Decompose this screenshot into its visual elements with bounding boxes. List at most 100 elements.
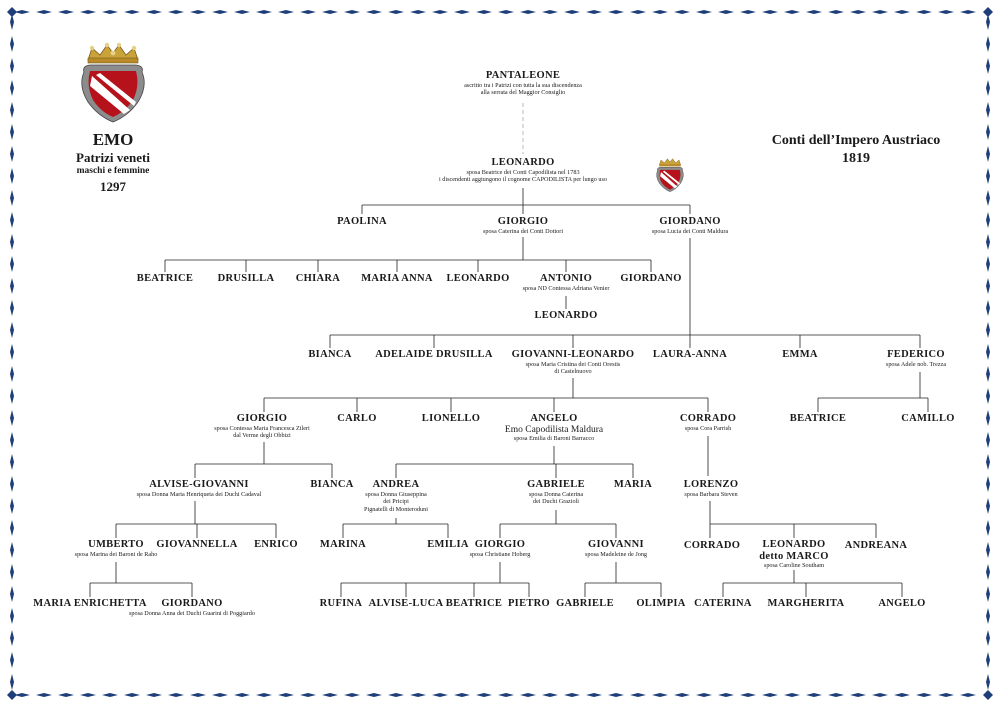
person-name: RUFINA [319, 598, 363, 609]
person-olimpia: OLIMPIA [636, 598, 685, 610]
person-bianca: BIANCA [310, 479, 353, 491]
person-name: BEATRICE [136, 273, 194, 284]
person-note: sposa Maria Cristina dei Conti Orestis [525, 360, 621, 368]
person-note: sposa Lucia dei Conti Maldura [651, 227, 729, 235]
person-note: sposa Barbara Steven [684, 490, 738, 498]
person-name: ANGELO [530, 413, 578, 424]
person-note: alla serrata del Maggior Consiglio [480, 89, 566, 97]
person-name: ADELAIDE DRUSILLA [375, 349, 493, 360]
person-name: GIORDANO [620, 273, 682, 284]
person-name: ALVISE-LUCA [368, 598, 444, 609]
person-note: ascritto tra i Patrizi con tutta la sua … [464, 81, 582, 89]
person-name: MARGHERITA [767, 598, 845, 609]
person-corrado: CORRADO sposa Cora Parrish [680, 413, 736, 432]
person-note: sposa Marina dei Baroni de Raho [74, 550, 158, 558]
person-nickname: detto MARCO [759, 550, 829, 562]
person-name: ANTONIO [539, 273, 593, 284]
person-surname: Emo Capodilista Maldura [504, 424, 604, 435]
person-note: sposa Donna Maria Henriqueta dei Duchi C… [136, 490, 262, 498]
person-name: ANDREANA [844, 540, 908, 551]
person-beatrice: BEATRICE [137, 273, 193, 285]
person-name: ALVISE-GIOVANNI [149, 479, 249, 490]
person-name: LIONELLO [421, 413, 481, 424]
person-leonardo: LEONARDO [446, 273, 509, 285]
person-note: sposa Adele nob. Trezza [885, 360, 947, 368]
person-name: CORRADO [683, 540, 741, 551]
person-gabriele: GABRIELE sposa Donna Caterina dei Duchi … [527, 479, 585, 506]
person-alvise-luca: ALVISE-LUCA [369, 598, 444, 610]
person-giorgio: GIORGIO sposa Contessa Maria Francesca Z… [214, 413, 310, 440]
person-note: di Castelnuovo [554, 368, 592, 376]
family-lineage: maschi e femmine [76, 166, 150, 176]
person-name: CORRADO [679, 413, 737, 424]
person-leonardo: LEONARDO sposa Beatrice dei Conti Capodi… [439, 157, 607, 184]
person-pietro: PIETRO [508, 598, 550, 610]
person-note: Pignatelli di Monteroduni [364, 506, 428, 514]
person-giordano: GIORDANO sposa Donna Anna dei Duchi Guar… [129, 598, 255, 617]
crown-icon [658, 158, 682, 167]
person-beatrice: BEATRICE [446, 598, 502, 610]
person-name: MARIA [613, 479, 653, 490]
person-note: sposa Caterina dei Conti Dottori [482, 227, 564, 235]
person-name: PANTALEONE [485, 70, 561, 81]
person-name: GIOVANNI [588, 539, 644, 550]
person-name: GIOVANNELLA [156, 539, 238, 550]
person-name: EMMA [782, 349, 818, 360]
person-note: i discendenti aggiungono il cognome CAPO… [439, 176, 607, 184]
family-name: EMO [92, 130, 134, 149]
person-name: BIANCA [310, 479, 354, 490]
person-name: MARINA [319, 539, 367, 550]
person-giordano: GIORDANO sposa Lucia dei Conti Maldura [652, 216, 728, 235]
family-rank: Patrizi veneti [76, 150, 150, 165]
person-name: LEONARDO [534, 310, 598, 321]
person-giorgio: GIORGIO sposa Caterina dei Conti Dottori [483, 216, 563, 235]
person-giordano: GIORDANO [620, 273, 681, 285]
person-name: LEONARDO [491, 157, 555, 168]
person-note: dei Duchi Grazioli [532, 498, 580, 506]
person-antonio: ANTONIO sposa ND Contessa Adriana Venier [523, 273, 610, 292]
person-name: GABRIELE [527, 479, 585, 490]
person-maria: MARIA [614, 479, 652, 491]
person-marina: MARINA [320, 539, 366, 551]
person-name: BEATRICE [445, 598, 503, 609]
person-name: OLIMPIA [636, 598, 686, 609]
person-andreana: ANDREANA [845, 540, 907, 552]
person-name: FEDERICO [887, 349, 945, 360]
person-note: dal Verme degli Obbizi [233, 432, 291, 440]
person-name: CARLO [337, 413, 377, 424]
person-note: sposa Donna Anna dei Duchi Guarini di Po… [129, 609, 255, 617]
shield-icon [656, 167, 684, 192]
person-name: CATERINA [694, 598, 752, 609]
person-name: LORENZO [683, 479, 739, 490]
person-name: CAMILLO [901, 413, 955, 424]
person-name: MARIA ENRICHETTA [33, 598, 147, 609]
person-note: sposa Donna Giuseppina [365, 490, 427, 498]
person-lorenzo: LORENZO sposa Barbara Steven [684, 479, 739, 498]
person-note: sposa Beatrice dei Conti Capodilista nel… [466, 168, 580, 176]
person-giovanni: GIOVANNI sposa Madeleine de Jong [585, 539, 647, 558]
person-name: GIOVANNI-LEONARDO [511, 349, 635, 360]
title-imperial: Conti dell’Impero Austriaco [771, 133, 941, 148]
person-name: GIORDANO [161, 598, 223, 609]
person-enrico: ENRICO [254, 539, 298, 551]
person-name: MARIA ANNA [361, 273, 433, 284]
person-name: LEONARDO [446, 273, 510, 284]
person-note: sposa ND Contessa Adriana Venier [522, 284, 610, 292]
person-name: GIORGIO [497, 216, 549, 227]
person-name: CHIARA [295, 273, 341, 284]
person-note: sposa Donna Caterina [528, 490, 584, 498]
person-lionello: LIONELLO [422, 413, 480, 425]
person-note: sposa Contessa Maria Francesca Zileri [214, 424, 310, 432]
person-federico: FEDERICO sposa Adele nob. Trezza [886, 349, 946, 368]
person-name: GIORDANO [659, 216, 721, 227]
person-name: PAOLINA [337, 216, 387, 227]
person-name: UMBERTO [88, 539, 144, 550]
person-note: sposa Cora Parrish [684, 424, 732, 432]
person-emilia: EMILIA [427, 539, 468, 551]
person-note: dei Pricipi [383, 498, 409, 506]
person-note: sposa Madeleine de Jong [584, 550, 648, 558]
person-note: sposa Caroline Southam [763, 562, 825, 570]
person-umberto: UMBERTO sposa Marina dei Baroni de Raho [75, 539, 158, 558]
